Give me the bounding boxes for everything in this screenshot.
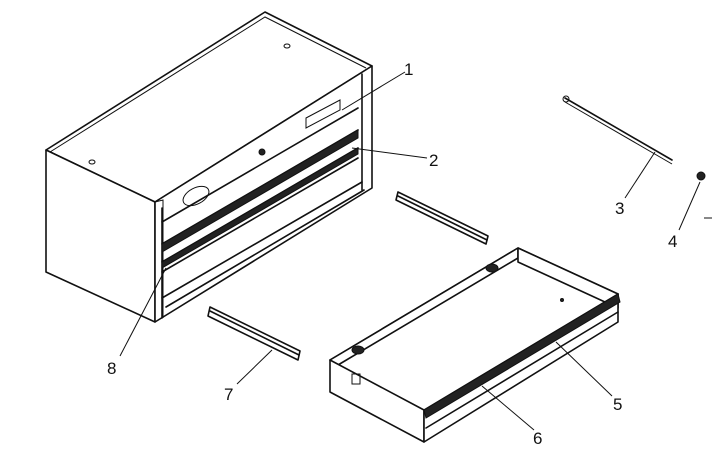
front-edge bbox=[154, 199, 164, 318]
callout-4: 4 bbox=[668, 232, 677, 251]
drawer-hole bbox=[560, 298, 564, 302]
top-drawer-upper-edge bbox=[161, 107, 359, 223]
emblem-oval bbox=[182, 185, 210, 207]
opening-bottom-lip bbox=[165, 189, 365, 308]
leader-4 bbox=[678, 181, 701, 231]
top-hole-right bbox=[283, 43, 291, 49]
drawer-slide-lower bbox=[207, 306, 301, 361]
label-plate bbox=[305, 99, 341, 129]
opening-bottom-rail bbox=[161, 181, 363, 299]
top-hole-left bbox=[88, 159, 96, 165]
knob-icon bbox=[696, 171, 706, 181]
drawer-slide-upper bbox=[395, 191, 489, 245]
slide-lower-groove bbox=[209, 310, 300, 356]
cabinet-top-inner-edge bbox=[49, 16, 367, 153]
callout-5: 5 bbox=[613, 395, 622, 414]
drawer bbox=[329, 247, 621, 443]
rod-shadow bbox=[564, 101, 673, 165]
drawer-latch bbox=[351, 373, 361, 385]
rod-body bbox=[564, 97, 673, 161]
callout-labels: 1 2 3 4 5 6 7 8 bbox=[107, 60, 677, 448]
tool-chest-cabinet bbox=[45, 11, 373, 323]
callout-7: 7 bbox=[224, 385, 233, 404]
leader-5 bbox=[555, 341, 613, 397]
leader-3 bbox=[624, 151, 656, 199]
callout-3: 3 bbox=[615, 199, 624, 218]
rod-end-loop bbox=[562, 95, 570, 103]
cabinet-front bbox=[154, 65, 373, 323]
callout-6: 6 bbox=[533, 429, 542, 448]
leader-6 bbox=[481, 385, 535, 431]
leader-7 bbox=[236, 349, 273, 385]
drawer-handle bbox=[423, 293, 621, 419]
callout-2: 2 bbox=[429, 151, 438, 170]
drawer-bumper-left bbox=[351, 345, 365, 355]
callout-8: 8 bbox=[107, 359, 116, 378]
leader-8 bbox=[119, 267, 167, 357]
callout-1: 1 bbox=[404, 60, 413, 79]
second-drawer-handle-strip bbox=[161, 147, 359, 269]
slide-upper-groove bbox=[397, 195, 488, 241]
leader-lines bbox=[119, 71, 701, 431]
drawer-bumper-right bbox=[485, 263, 499, 273]
second-drawer-lower-edge bbox=[161, 157, 359, 273]
drawer-front-lip bbox=[425, 311, 619, 429]
lock-icon bbox=[258, 148, 266, 156]
top-drawer-handle-strip bbox=[161, 129, 359, 253]
leader-2 bbox=[351, 147, 428, 159]
leader-1 bbox=[341, 71, 406, 111]
knob-part bbox=[696, 171, 712, 219]
lid-stay-rod bbox=[562, 95, 673, 165]
